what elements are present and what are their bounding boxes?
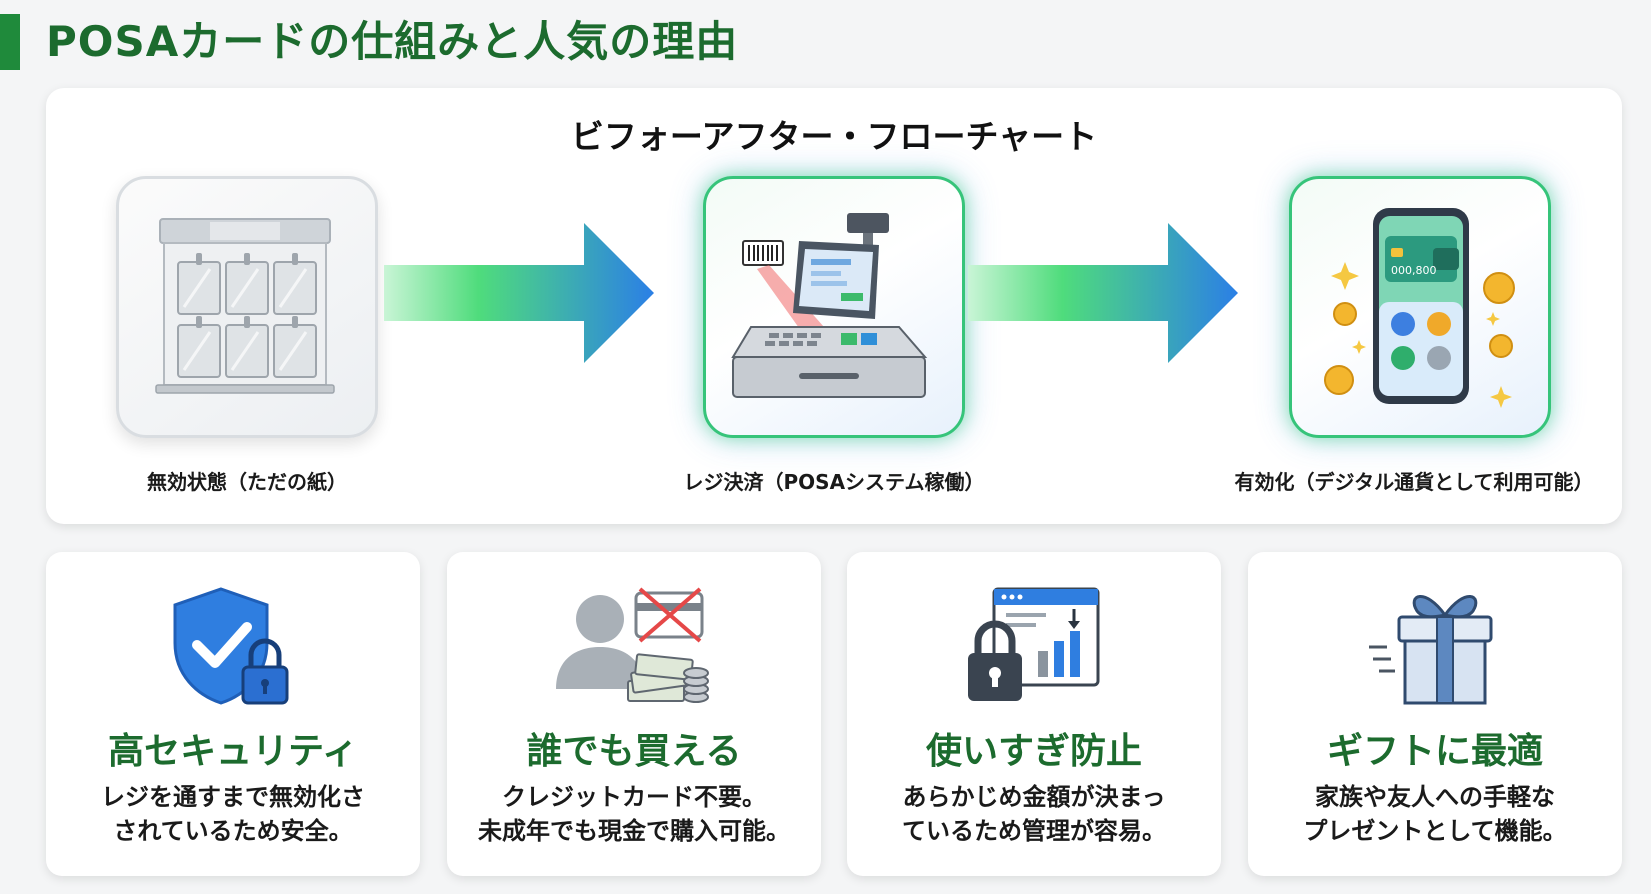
flow-arrow-2 <box>968 223 1238 363</box>
feature-desc: レジを通すまで無効化さ されているため安全。 <box>101 783 365 845</box>
card-rack-icon <box>155 218 335 394</box>
flow-panel: ビフォーアフター・フローチャート 無 <box>46 88 1622 524</box>
feature-title: 使いすぎ防止 <box>925 731 1142 772</box>
cash-register-icon <box>731 213 928 398</box>
feature-title: ギフトに最適 <box>1326 731 1543 772</box>
flow-arrow-1 <box>384 223 654 363</box>
flow-title: ビフォーアフター・フローチャート <box>570 117 1098 156</box>
step-activated-box: 000,800 <box>1289 176 1551 438</box>
feature-desc: クレジットカード不要。 未成年でも現金で購入可能。 <box>478 783 790 845</box>
step-inactive-box <box>116 176 378 438</box>
smartphone-wallet-icon: 000,800 <box>1324 208 1515 408</box>
shield-lock-icon <box>173 587 289 705</box>
feature-card-security: 高セキュリティ レジを通すまで無効化さ されているため安全。 <box>46 552 420 876</box>
gift-box-icon <box>1369 595 1493 705</box>
step-activated-label: 有効化（デジタル通貨として利用可能） <box>1234 470 1594 494</box>
title-accent-bar <box>0 14 20 70</box>
feature-desc: 家族や友人への手軽な プレゼントとして機能。 <box>1303 783 1567 845</box>
feature-title: 高セキュリティ <box>108 731 358 772</box>
feature-card-budget: 使いすぎ防止 あらかじめ金額が決まっ ているため管理が容易。 <box>847 552 1221 876</box>
step-register-box <box>703 176 965 438</box>
feature-card-gift: ギフトに最適 家族や友人への手軽な プレゼントとして機能。 <box>1248 552 1622 876</box>
feature-card-anyone: 誰でも買える クレジットカード不要。 未成年でも現金で購入可能。 <box>447 552 821 876</box>
feature-desc: あらかじめ金額が決まっ ているため管理が容易。 <box>902 783 1166 845</box>
person-cash-icon <box>556 587 709 703</box>
phone-balance-text: 000,800 <box>1391 264 1437 277</box>
page-title: POSAカードの仕組みと人気の理由 <box>46 17 739 66</box>
budget-lock-icon <box>968 587 1100 701</box>
step-inactive-label: 無効状態（ただの紙） <box>147 470 347 494</box>
feature-title: 誰でも買える <box>526 731 742 772</box>
step-register-label: レジ決済（POSAシステム稼働） <box>683 470 985 494</box>
